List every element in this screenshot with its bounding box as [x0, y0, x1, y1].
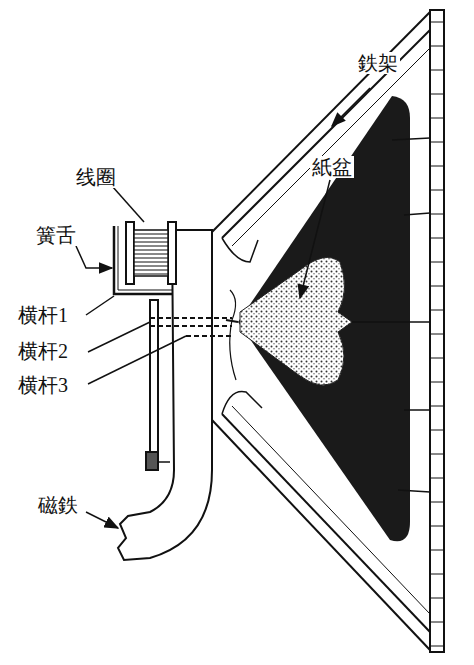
coil-label: 线圈 — [74, 166, 118, 188]
leader-lines — [76, 88, 370, 528]
cone-label: 紙盆 — [310, 156, 354, 178]
lever-label: 横杆2 — [16, 340, 70, 362]
iron-frame — [212, 10, 444, 652]
coil — [126, 222, 176, 284]
lever-label: 横杆3 — [16, 374, 70, 396]
magnet-label: 磁鉄 — [36, 494, 80, 516]
paper-cone — [226, 96, 430, 541]
reed — [114, 226, 172, 294]
lever-label: 横杆1 — [16, 304, 70, 326]
reed-label: 簧舌 — [34, 224, 78, 246]
frame-label: 鉄架 — [356, 52, 400, 74]
levers — [150, 318, 232, 336]
